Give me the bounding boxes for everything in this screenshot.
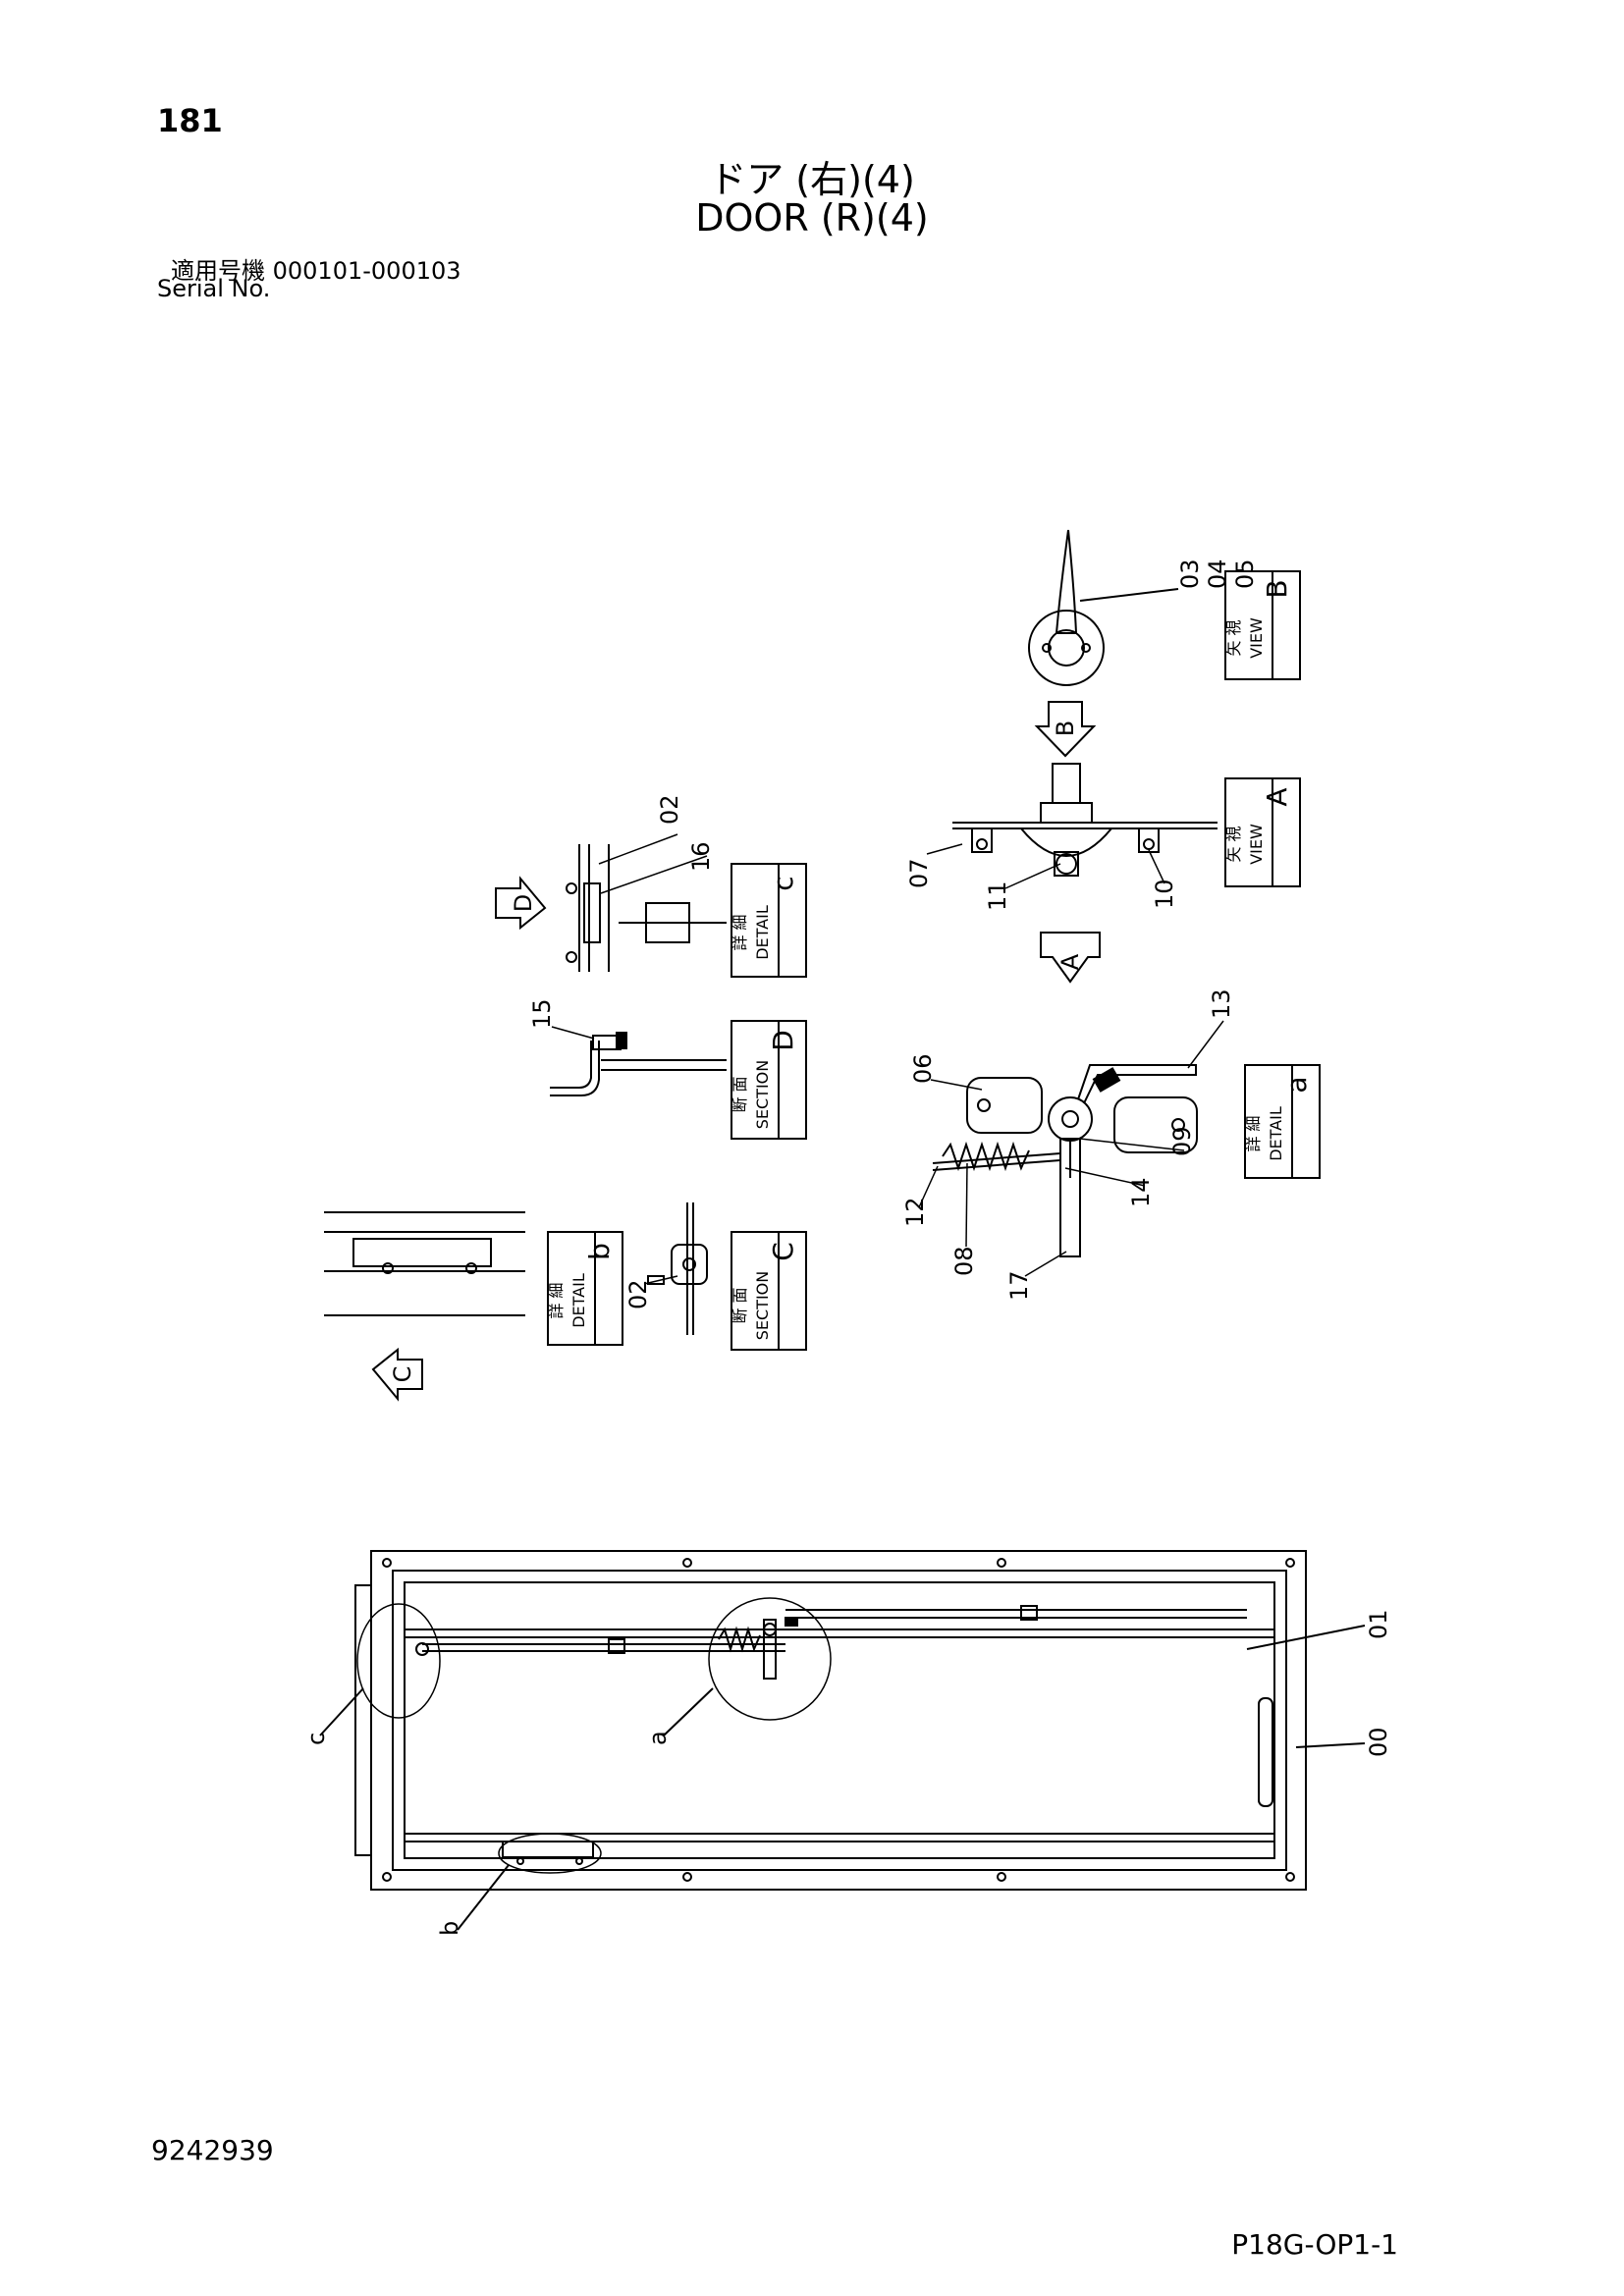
svg-text:C: C <box>767 1242 799 1261</box>
part-number-01: 01 <box>1365 1609 1392 1639</box>
svg-text:詳 細: 詳 細 <box>547 1282 566 1318</box>
arrow-d-letter: D <box>510 894 537 912</box>
view-b-label-box: VIEW 矢 視 B <box>1224 570 1301 680</box>
part-number-15: 15 <box>528 998 556 1029</box>
serial-range-japanese: 適用号機 000101-000103 <box>171 257 461 285</box>
part-number-11: 11 <box>984 881 1011 911</box>
detail-c <box>566 844 727 972</box>
view-a-label-box: VIEW 矢 視 A <box>1224 777 1301 887</box>
part-number-06: 06 <box>909 1053 937 1084</box>
part-number-13: 13 <box>1208 988 1235 1019</box>
svg-text:SECTION: SECTION <box>753 1060 772 1130</box>
svg-text:D: D <box>767 1030 799 1051</box>
svg-text:断 面: 断 面 <box>731 1287 749 1323</box>
view-b-handle <box>1028 529 1179 686</box>
detail-b-label-box: DETAIL 詳 細 b <box>547 1231 623 1346</box>
part-number-03: 03 <box>1176 559 1204 589</box>
part-number-02-detail-c: 02 <box>656 794 683 825</box>
door-assembly <box>319 1550 1366 1931</box>
leader-lines <box>551 833 1224 1285</box>
detail-c-callout: c <box>302 1733 330 1745</box>
part-number-05: 05 <box>1231 559 1259 589</box>
svg-text:詳 細: 詳 細 <box>1244 1115 1263 1151</box>
part-number-17: 17 <box>1005 1270 1033 1301</box>
svg-text:矢 視: 矢 視 <box>1224 619 1243 656</box>
part-number-14: 14 <box>1127 1177 1155 1207</box>
page-title-japanese: ドア (右)(4) <box>709 158 915 201</box>
detail-a-label-box: DETAIL 詳 細 a <box>1244 1064 1321 1179</box>
part-number-10: 10 <box>1151 879 1178 909</box>
svg-text:A: A <box>1261 787 1293 806</box>
section-c-arrow: C <box>371 1347 423 1402</box>
detail-b-callout: b <box>436 1921 463 1936</box>
section-c-label-box: SECTION 断 面 C <box>731 1231 807 1351</box>
svg-text:SECTION: SECTION <box>753 1271 772 1341</box>
part-number-09: 09 <box>1168 1126 1196 1156</box>
svg-text:VIEW: VIEW <box>1247 824 1266 865</box>
svg-text:c: c <box>767 876 799 890</box>
svg-text:b: b <box>583 1243 616 1260</box>
svg-text:断 面: 断 面 <box>731 1076 749 1112</box>
detail-a-latch <box>932 1064 1198 1257</box>
svg-text:DETAIL: DETAIL <box>569 1273 588 1328</box>
detail-b <box>324 1211 525 1316</box>
svg-text:B: B <box>1261 579 1293 598</box>
section-d-label-box: SECTION 断 面 D <box>731 1020 807 1140</box>
part-number-12: 12 <box>901 1197 929 1227</box>
view-b-arrow: B <box>1034 701 1097 758</box>
svg-text:DETAIL: DETAIL <box>753 905 772 960</box>
svg-text:VIEW: VIEW <box>1247 617 1266 659</box>
page-number: 181 <box>157 102 223 139</box>
serial-label-english: Serial No. <box>157 275 271 302</box>
document-number: 9242939 <box>151 2134 274 2166</box>
part-number-08: 08 <box>950 1246 978 1276</box>
page-title-english: DOOR (R)(4) <box>695 196 929 240</box>
arrow-b-letter: B <box>1052 721 1079 736</box>
part-number-callouts: 03 04 05 07 11 10 02 16 15 06 13 09 14 1… <box>302 559 1392 1936</box>
view-a-mechanism <box>952 763 1218 877</box>
svg-text:詳 細: 詳 細 <box>731 914 749 950</box>
part-number-00: 00 <box>1365 1727 1392 1757</box>
section-c <box>647 1202 708 1335</box>
detail-c-label-box: DETAIL 詳 細 c <box>731 863 807 978</box>
arrow-c-letter: C <box>389 1366 416 1383</box>
part-number-04: 04 <box>1204 559 1231 589</box>
section-d-arrow: D <box>495 876 547 931</box>
section-d <box>550 1032 727 1096</box>
svg-text:a: a <box>1280 1076 1313 1093</box>
view-a-arrow: A <box>1040 932 1101 984</box>
svg-text:矢 視: 矢 視 <box>1224 826 1243 862</box>
arrow-a-letter: A <box>1056 953 1084 970</box>
part-number-02-section-c: 02 <box>624 1279 652 1309</box>
part-number-16: 16 <box>687 841 715 872</box>
sheet-code: P18G-OP1-1 <box>1231 2228 1398 2261</box>
part-number-07: 07 <box>905 858 933 888</box>
svg-text:DETAIL: DETAIL <box>1267 1106 1285 1161</box>
